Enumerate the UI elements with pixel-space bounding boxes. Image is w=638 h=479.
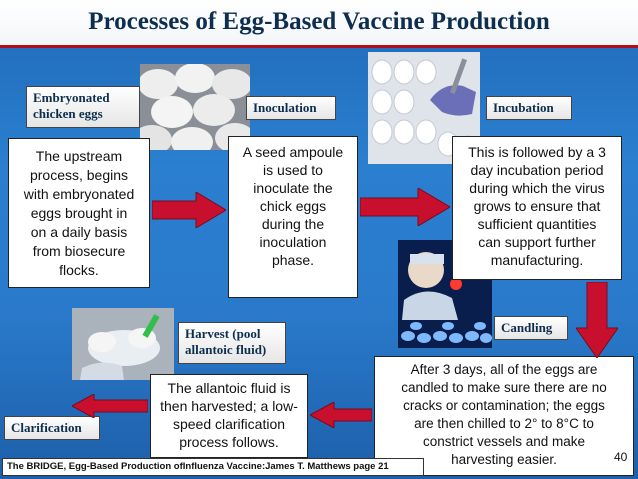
- label-clarification: Clarification: [4, 416, 100, 440]
- text-line: speed clarification: [172, 416, 286, 432]
- text-line: sufficient quantities: [477, 216, 597, 232]
- text-line: can support further: [478, 234, 596, 250]
- page-title: Processes of Egg-Based Vaccine Productio…: [88, 8, 550, 35]
- source-citation: The BRIDGE, Egg-Based Production ofInflu…: [2, 458, 424, 476]
- text-line: is used to: [263, 162, 323, 178]
- text-line: This is followed by a 3: [468, 144, 606, 160]
- text-line: on a daily basis: [30, 224, 128, 240]
- text-line: phase.: [271, 252, 315, 268]
- text-line: eggs brought in: [30, 205, 128, 221]
- text-line: cracks or contamination; the eggs: [403, 398, 605, 413]
- label-embryonated-chicken-eggs: Embryonated chicken eggs: [26, 86, 140, 128]
- label-line: allantoic fluid): [185, 342, 267, 357]
- text-line: day incubation period: [470, 162, 604, 178]
- label-harvest: Harvest (pool allantoic fluid): [178, 322, 286, 364]
- harvest-photo: [72, 308, 174, 380]
- text-line: grows to ensure that: [473, 198, 601, 214]
- text-line: process follows.: [179, 434, 279, 450]
- text-line: After 3 days, all of the eggs are: [410, 362, 598, 377]
- label-candling: Candling: [494, 316, 568, 340]
- label-line: Embryonated: [33, 90, 110, 105]
- inoculation-description: A seed ampoule is used to inoculate the …: [228, 136, 358, 298]
- label-inoculation: Inoculation: [246, 96, 336, 120]
- arrow-candling-to-harvest: [310, 402, 372, 428]
- arrow-embryonated-to-inoculation: [152, 192, 226, 228]
- text-line: from biosecure: [32, 243, 126, 259]
- text-line: harvesting easier.: [451, 452, 557, 467]
- text-line: flocks.: [59, 262, 99, 278]
- text-line: are then chilled to 2° to 8°C to: [414, 416, 594, 431]
- text-line: then harvested; a low-: [160, 398, 298, 414]
- text-line: The allantoic fluid is: [167, 380, 291, 396]
- text-line: manufacturing.: [490, 252, 584, 268]
- label-line: chicken eggs: [33, 106, 103, 121]
- label-line: Harvest (pool: [185, 326, 261, 341]
- text-line: A seed ampoule: [242, 144, 344, 160]
- text-line: during which the virus: [469, 180, 605, 196]
- text-line: The upstream: [35, 148, 123, 164]
- label-incubation: Incubation: [486, 96, 572, 120]
- embryonated-description: The upstream process, begins with embryo…: [8, 138, 150, 288]
- arrow-incubation-to-candling: [576, 282, 618, 358]
- arrow-inoculation-to-incubation: [360, 188, 450, 226]
- candling-description: After 3 days, all of the eggs are candle…: [374, 356, 634, 476]
- text-line: candled to make sure there are no: [401, 380, 607, 395]
- text-line: with embryonated: [23, 186, 135, 202]
- harvest-description: The allantoic fluid is then harvested; a…: [150, 374, 308, 458]
- text-line: constrict vessels and make: [422, 434, 586, 449]
- arrow-harvest-to-clarification: [72, 394, 148, 418]
- page-number: 40: [614, 450, 628, 464]
- text-line: inoculation: [259, 234, 327, 250]
- incubation-description: This is followed by a 3 day incubation p…: [452, 136, 622, 280]
- title-bar: Processes of Egg-Based Vaccine Productio…: [0, 0, 638, 48]
- text-line: inoculate the: [253, 180, 333, 196]
- text-line: chick eggs: [259, 198, 327, 214]
- text-line: process, begins: [29, 167, 129, 183]
- text-line: during the: [261, 216, 325, 232]
